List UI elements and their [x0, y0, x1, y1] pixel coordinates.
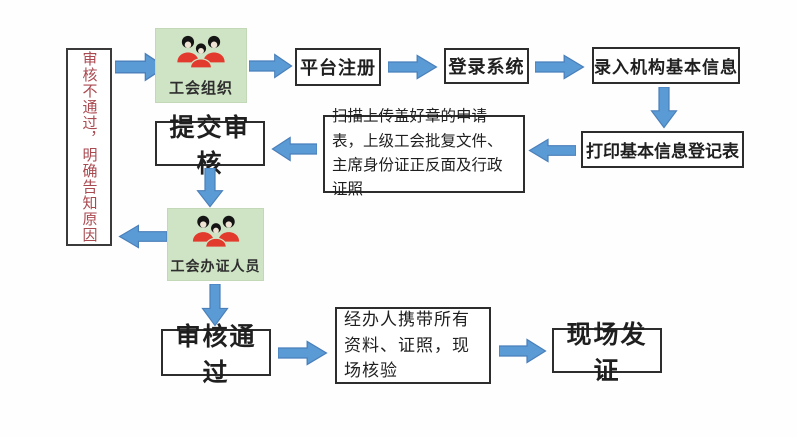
platform-register-label: 平台注册 [300, 58, 376, 78]
node-enter-org-info: 录入机构基本信息 [592, 47, 740, 84]
arrow-right-icon [499, 338, 547, 364]
login-system-label: 登录系统 [448, 57, 525, 77]
note-review-failed-text: 审核不通过，明确告知原因 [80, 51, 98, 243]
arrow-down-icon [196, 168, 224, 208]
arrow-right-icon [388, 54, 438, 80]
scan-upload-label: 扫描上传盖好章的申请表，上级工会批复文件、主席身份证正反面及行政证照 [332, 108, 503, 199]
issue-cert-label: 现场发证 [566, 320, 648, 385]
node-submit-review: 提交审核 [155, 114, 265, 178]
print-form-label: 打印基本信息登记表 [586, 142, 739, 161]
arrow-right-icon [278, 340, 328, 366]
note-review-failed: 审核不通过，明确告知原因 [66, 48, 112, 246]
people-group-icon [192, 215, 239, 248]
arrow-left-icon [118, 224, 167, 249]
arrow-left-icon [271, 136, 317, 162]
arrow-left-icon [528, 138, 576, 163]
enter-org-info-label: 录入机构基本信息 [594, 58, 738, 77]
node-issue-cert: 现场发证 [552, 321, 662, 385]
node-union-org: 工会组织 [155, 28, 247, 103]
arrow-right-icon [249, 53, 293, 79]
arrow-down-icon [650, 87, 678, 129]
people-group-icon [177, 35, 225, 69]
onsite-check-label: 经办人携带所有资料、证照，现场核验 [344, 310, 470, 381]
node-scan-upload: 扫描上传盖好章的申请表，上级工会批复文件、主席身份证正反面及行政证照 [323, 108, 525, 198]
arrow-down-icon [201, 284, 229, 327]
node-review-passed: 审核通过 [161, 323, 271, 387]
node-onsite-check: 经办人携带所有资料、证照，现场核验 [335, 307, 491, 384]
node-login-system: 登录系统 [444, 48, 529, 84]
node-platform-register: 平台注册 [295, 48, 381, 86]
submit-review-label: 提交审核 [169, 113, 251, 178]
node-print-form: 打印基本信息登记表 [581, 131, 744, 168]
arrow-right-icon [535, 54, 585, 80]
union-org-label: 工会组织 [168, 80, 233, 97]
union-staff-label: 工会办证人员 [170, 258, 261, 274]
review-passed-label: 审核通过 [175, 322, 257, 387]
node-union-staff: 工会办证人员 [167, 208, 264, 281]
